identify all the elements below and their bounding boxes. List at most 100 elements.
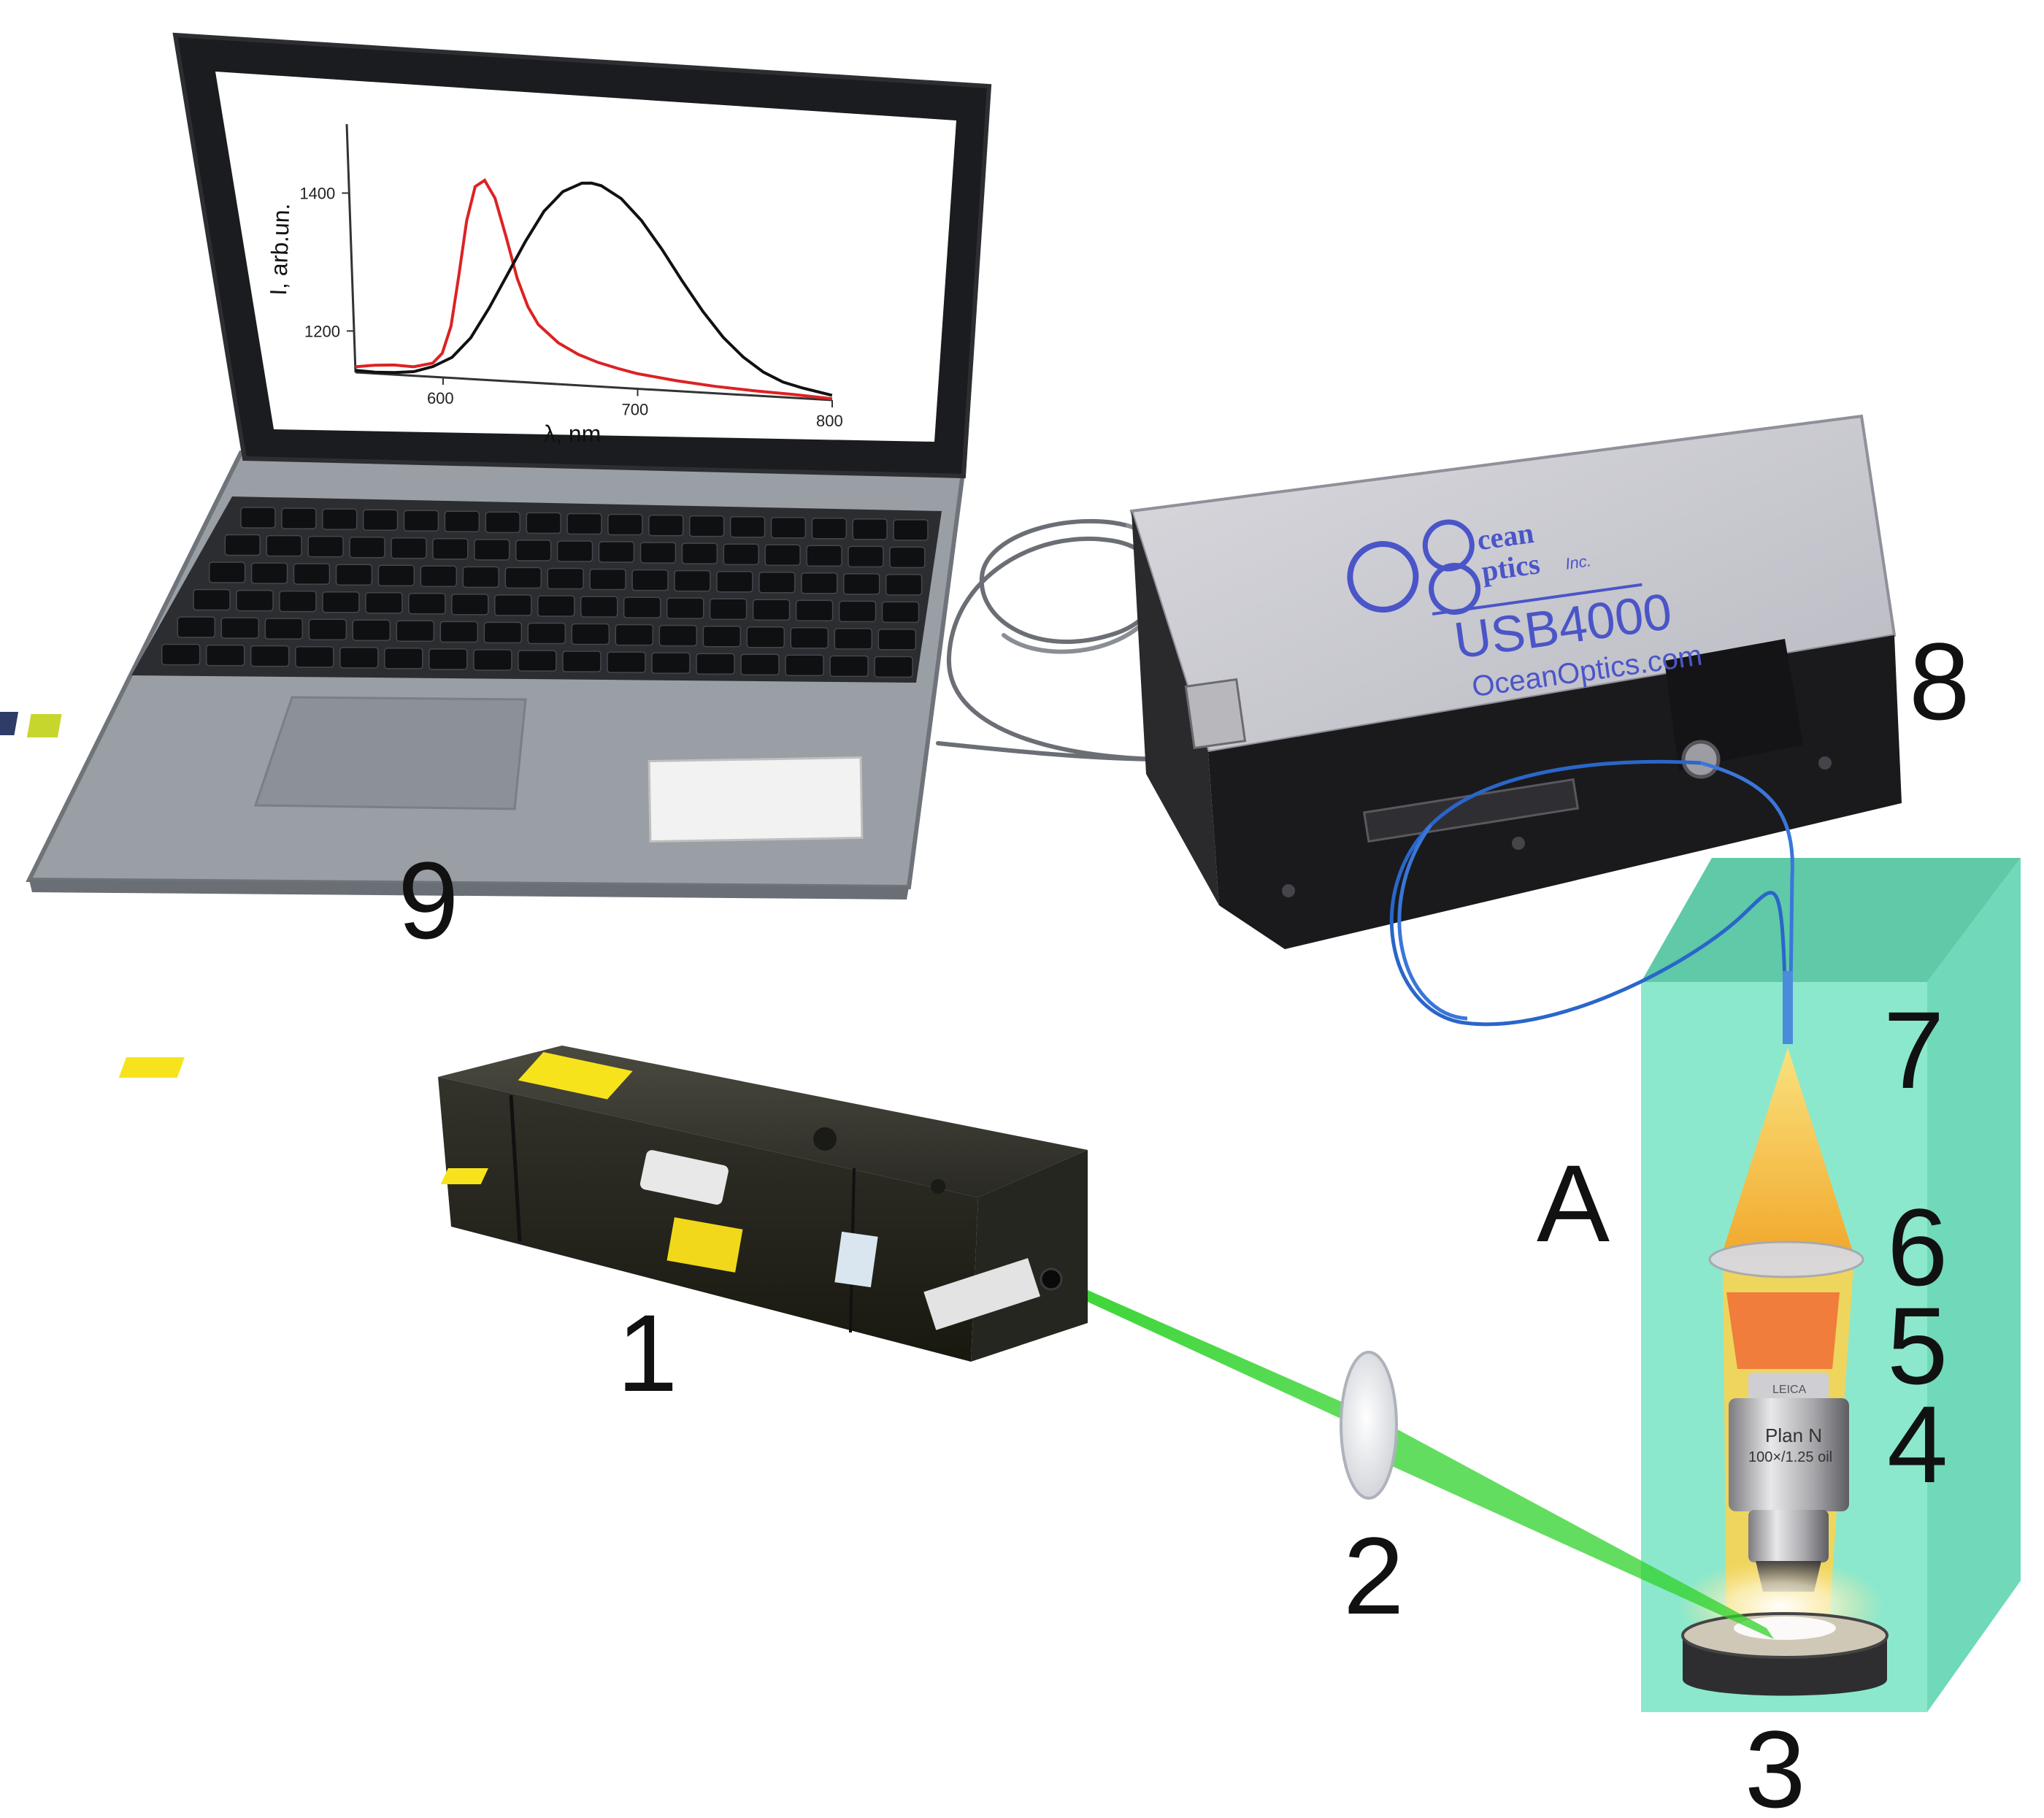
keyboard-key: [746, 626, 785, 648]
chamber-side: [1927, 858, 2021, 1712]
keyboard-key: [307, 535, 344, 558]
keyboard-key: [566, 513, 602, 535]
sample: [1679, 1559, 1889, 1696]
keyboard-key: [801, 572, 838, 594]
keyboard-key: [838, 600, 877, 623]
keyboard-key: [806, 545, 842, 567]
x-tick-label: 600: [427, 389, 454, 407]
label-5: 5: [1887, 1284, 1948, 1407]
keyboard-key: [829, 655, 869, 678]
keyboard-key: [852, 518, 888, 540]
keyboard-key: [843, 573, 880, 595]
filter: [1726, 1292, 1840, 1369]
objective-type: Plan N: [1765, 1424, 1822, 1446]
gpu-sticker: [26, 714, 62, 737]
keyboard-key: [494, 594, 532, 616]
keyboard-key: [795, 599, 834, 622]
y-tick-label: 1200: [304, 322, 340, 340]
keyboard-key: [537, 595, 575, 617]
keyboard-key: [716, 570, 753, 593]
spectrometer-notch: [1664, 639, 1803, 770]
keyboard-key: [607, 651, 646, 673]
screw: [931, 1179, 945, 1194]
keyboard-key: [598, 541, 635, 563]
keyboard-key: [462, 566, 499, 588]
laser-beam-collimated: [1051, 1274, 1371, 1432]
keyboard-key: [658, 624, 698, 647]
spec-plate: [923, 1258, 1040, 1330]
keyboard-key: [785, 654, 824, 677]
logo-badge: [639, 1150, 729, 1205]
laptop-screen: [215, 72, 956, 442]
laser-beam-focused: [1367, 1413, 1774, 1639]
label-8: 8: [1909, 620, 1970, 743]
label-6: 6: [1887, 1186, 1948, 1308]
keyboard-key: [308, 618, 347, 640]
plot-y-label: I, arb.un.: [265, 203, 294, 296]
sample-spot: [1734, 1616, 1836, 1640]
objective-lower: [1748, 1510, 1829, 1562]
keyboard-key: [580, 596, 618, 618]
keyboard-key: [702, 625, 742, 648]
keyboard-key: [432, 538, 469, 560]
keyboard-key: [236, 589, 274, 612]
cpu-sticker: [0, 712, 19, 735]
keyboard-key: [377, 564, 415, 586]
keyboard-key: [205, 644, 245, 667]
usb-cable: [936, 518, 1170, 762]
keyboard-key: [279, 590, 317, 613]
keyboard-key: [729, 515, 766, 538]
keyboard-key: [264, 618, 304, 640]
keyboard-key: [674, 569, 711, 592]
keyboard-key: [723, 543, 759, 565]
brand-line-1: cean: [1475, 516, 1536, 556]
label-7: 7: [1883, 989, 1944, 1111]
objective: LEICA Plan N 100×/1.25 oil: [1729, 1373, 1849, 1592]
spec-sticker: [648, 756, 864, 843]
keyboard-key: [208, 561, 246, 583]
keyboard-key: [874, 656, 913, 678]
label-3: 3: [1745, 1708, 1805, 1818]
keyboard-key: [848, 545, 884, 568]
keyboard-key: [161, 643, 201, 666]
keyboard-key: [639, 542, 677, 564]
keyboard-key: [420, 565, 458, 588]
brand-line-2: ptics: [1480, 547, 1542, 588]
keyboard-key: [758, 572, 796, 594]
keyboard-key: [811, 518, 848, 540]
label-9: 9: [398, 839, 458, 962]
chamber-top: [1641, 858, 2021, 982]
keyboard-keys: [161, 507, 929, 678]
warning-label: [666, 1217, 743, 1273]
label-2: 2: [1343, 1514, 1404, 1637]
spectrometer: cean ptics Inc. USB4000 OceanOptics.com …: [1129, 414, 1970, 949]
keyboard-key: [451, 594, 489, 615]
keyboard-key: [527, 622, 566, 645]
objective-spec: 100×/1.25 oil: [1748, 1449, 1832, 1465]
keyboard-key: [220, 617, 260, 639]
keyboard-key: [504, 567, 542, 589]
keyboard-key: [770, 517, 807, 539]
keyboard-key: [893, 519, 929, 541]
touchpad: [253, 696, 527, 810]
screw: [813, 1127, 837, 1151]
y-tick-label: 1400: [299, 184, 335, 202]
lp-badge: [834, 1231, 878, 1288]
keyboard-key: [556, 540, 593, 562]
keyboard-key: [293, 563, 331, 585]
objective-brand: LEICA: [1772, 1384, 1807, 1396]
keyboard-key: [790, 627, 829, 649]
keyboard-key: [615, 624, 654, 646]
plot-x-axis: [355, 371, 833, 402]
warning-label: [118, 1057, 185, 1078]
series-line-1: [355, 181, 833, 397]
x-tick-label: 700: [621, 400, 648, 418]
keyboard-key: [623, 597, 661, 618]
keyboard-key: [240, 507, 276, 529]
optical-fiber: [1389, 759, 1794, 1045]
brand-underline: [1432, 583, 1642, 616]
keyboard-key: [547, 567, 584, 590]
keyboard-key: [429, 648, 468, 670]
